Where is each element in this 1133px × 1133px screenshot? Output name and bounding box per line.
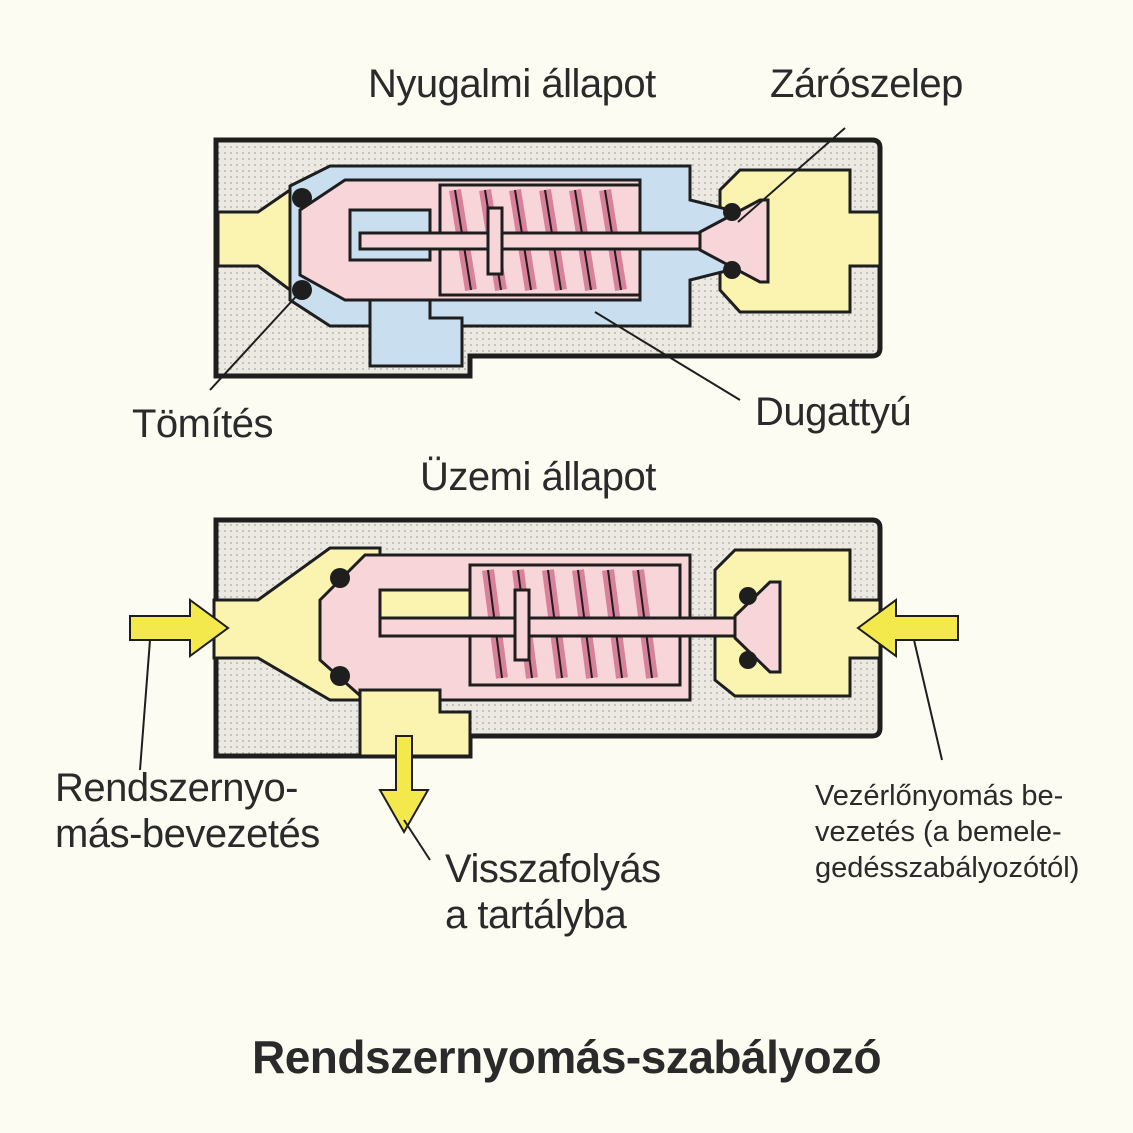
- seal-label: Tömítés: [132, 402, 273, 446]
- return-port-bottom: [358, 688, 472, 758]
- poppet-valve-bottom: [733, 580, 782, 674]
- control-pressure-label: Vezérlőnyomás be- vezetés (a bemele- ged…: [815, 778, 1079, 886]
- leader-lines-top: [209, 127, 846, 401]
- control-pressure-line2: vezetés (a bemele-: [815, 816, 1062, 848]
- system-pressure-inlet-line1: Rendszernyo-: [55, 766, 299, 810]
- piston-stem-bottom: [378, 616, 742, 638]
- seal-dot: [739, 587, 757, 605]
- return-arrow: [378, 735, 430, 835]
- system-pressure-inlet-line2: más-bevezetés: [55, 812, 320, 856]
- diagram-title: Rendszernyomás-szabályozó: [252, 1031, 882, 1083]
- leader-lines-bottom: [139, 639, 943, 861]
- system-pressure-inlet-label: Rendszernyo- más-bevezetés: [55, 765, 320, 857]
- return-port-top: [368, 298, 464, 368]
- return-to-tank-line1: Visszafolyás: [445, 847, 661, 891]
- seal-dot: [723, 203, 741, 221]
- piston-label: Dugattyú: [755, 390, 912, 434]
- seal-dot: [330, 568, 350, 588]
- seal-dot: [723, 261, 741, 279]
- return-to-tank-label: Visszafolyás a tartályba: [445, 846, 661, 938]
- seal-dot: [330, 666, 350, 686]
- shutoff-valve-label: Zárószelep: [770, 62, 963, 106]
- return-to-tank-line2: a tartályba: [445, 893, 627, 937]
- seal-dot: [292, 188, 312, 208]
- operating-state-valve: [212, 517, 883, 759]
- control-pressure-line1: Vezérlőnyomás be-: [815, 780, 1064, 812]
- rest-state-valve: [213, 137, 883, 379]
- operating-state-label: Üzemi állapot: [420, 455, 656, 499]
- piston-stem-top: [358, 231, 707, 251]
- rest-state-label: Nyugalmi állapot: [368, 62, 656, 106]
- control-pressure-arrow: [856, 598, 959, 658]
- poppet-valve-top: [698, 198, 770, 284]
- seal-dot: [739, 651, 757, 669]
- inlet-arrow: [129, 598, 230, 658]
- control-pressure-line3: gedésszabályozótól): [815, 852, 1080, 884]
